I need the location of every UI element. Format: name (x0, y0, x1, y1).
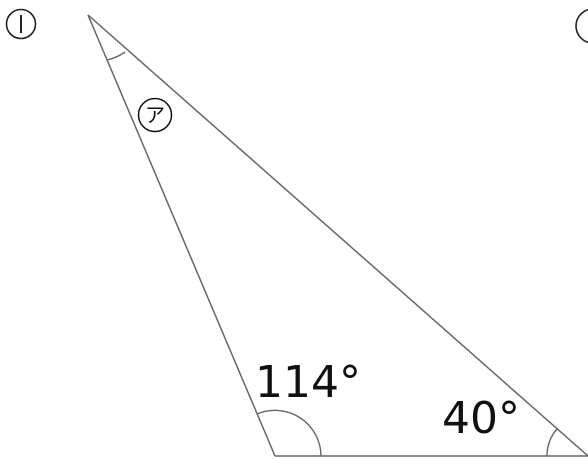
angle-arc-bottom-left (256, 409, 322, 457)
unknown-angle-label: ア (145, 103, 165, 127)
triangle-side-left (87, 14, 276, 457)
angle-arc-bottom-right (546, 428, 558, 457)
angle-label-114: 114° (255, 357, 361, 408)
angle-label-40: 40° (442, 393, 520, 444)
unknown-angle-marker: ア (137, 97, 173, 133)
angle-arc-top (106, 51, 126, 61)
triangle-side-right (87, 14, 588, 457)
next-problem-marker (575, 8, 588, 44)
problem-number-marker (5, 8, 37, 40)
